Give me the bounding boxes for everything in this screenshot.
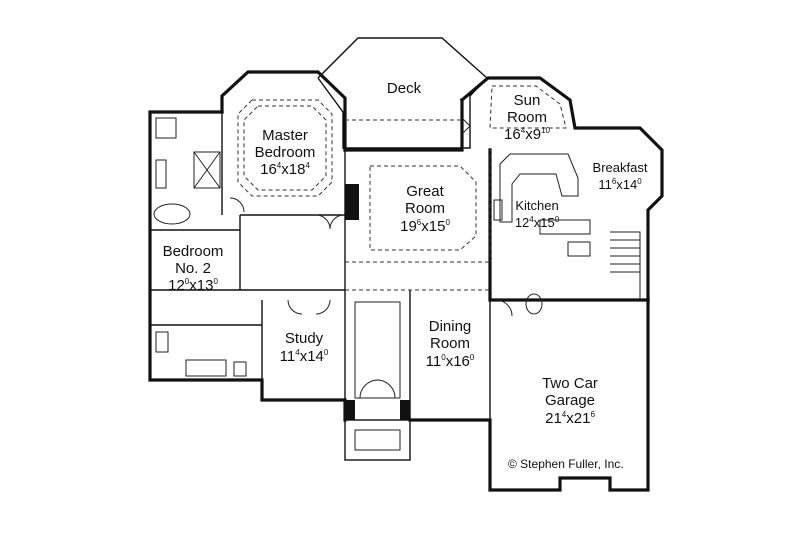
svg-text:164x184: 164x184: [260, 161, 310, 178]
svg-text:Garage: Garage: [545, 392, 595, 409]
sun-room-label: Sun Room 164x910: [504, 92, 550, 143]
svg-text:120x130: 120x130: [168, 277, 218, 294]
svg-text:114x140: 114x140: [280, 348, 329, 365]
fireplace: [345, 184, 410, 420]
kitchen-island: [499, 153, 579, 223]
svg-text:214x216: 214x216: [545, 410, 595, 427]
kitchen-fixtures: [493, 153, 641, 300]
great-room-label: Great Room 196x150: [400, 183, 450, 235]
copyright-label: © Stephen Fuller, Inc.: [508, 457, 624, 471]
kitchen-label: Kitchen 124x150: [515, 198, 560, 230]
svg-text:Bedroom: Bedroom: [255, 144, 316, 161]
svg-text:Dining: Dining: [429, 318, 472, 335]
svg-text:Room: Room: [430, 335, 470, 352]
svg-text:Kitchen: Kitchen: [515, 198, 558, 213]
svg-text:Room: Room: [405, 200, 445, 217]
svg-text:Bedroom: Bedroom: [163, 243, 224, 260]
master-bedroom-label: Master Bedroom 164x184: [255, 127, 316, 178]
svg-text:Great: Great: [406, 183, 444, 200]
front-porch: [344, 301, 411, 461]
deck-label: Deck: [387, 80, 422, 97]
svg-text:124x150: 124x150: [515, 215, 560, 230]
svg-text:No. 2: No. 2: [175, 260, 211, 277]
svg-text:196x150: 196x150: [400, 218, 450, 235]
svg-text:Study: Study: [285, 330, 324, 347]
dining-room-label: Dining Room 110x160: [426, 318, 475, 370]
svg-text:Breakfast: Breakfast: [593, 160, 648, 175]
left-wing-wall: [148, 110, 347, 422]
ceiling-details: [237, 85, 567, 251]
garage-label: Two Car Garage 214x216: [542, 375, 598, 427]
svg-text:164x910: 164x910: [504, 126, 550, 143]
svg-text:Master: Master: [262, 127, 308, 144]
sun-room-wall: [459, 76, 664, 302]
svg-text:116x140: 116x140: [598, 177, 642, 192]
svg-text:Two Car: Two Car: [542, 375, 598, 392]
deck-outline: [317, 37, 489, 149]
garage-wall: [408, 298, 650, 492]
svg-text:Room: Room: [507, 109, 547, 126]
sun-room-ceiling: [489, 85, 567, 129]
svg-text:Sun: Sun: [514, 92, 541, 109]
study-label: Study 114x140: [280, 330, 329, 365]
bath-fixtures: [153, 117, 591, 377]
master-tray: [237, 99, 333, 197]
room-labels: Deck Sun Room 164x910 Master Bedroom 164…: [163, 80, 648, 471]
svg-text:110x160: 110x160: [426, 353, 475, 370]
doors: [229, 117, 513, 317]
breakfast-label: Breakfast 116x140: [593, 160, 648, 192]
great-room-front-wall: [343, 98, 464, 152]
master-bay-wall: [220, 70, 347, 152]
bedroom-2-label: Bedroom No. 2 120x130: [163, 243, 224, 294]
